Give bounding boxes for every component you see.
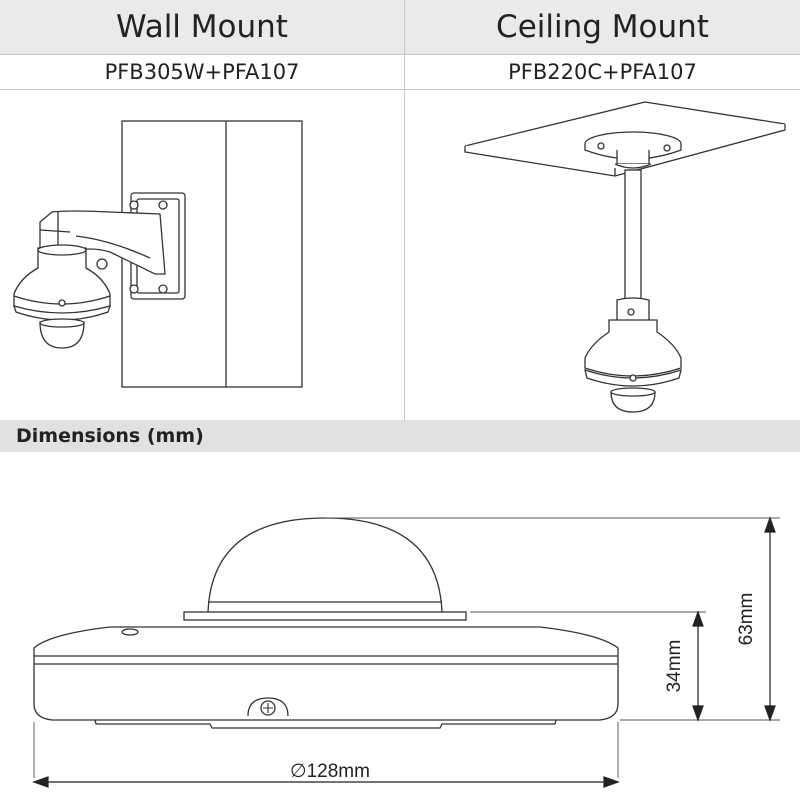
dimensions-title: Dimensions (mm)	[16, 425, 204, 447]
ceiling-mount-title: Ceiling Mount	[496, 9, 709, 45]
ceiling-mount-illustration	[464, 101, 786, 413]
wall-mount-illustration	[12, 120, 303, 388]
dimension-drawing: 63mm 34mm ∅128mm	[32, 516, 780, 788]
wall-mount-model-cell: PFB305W+PFA107	[0, 55, 404, 89]
wall-mount-title: Wall Mount	[116, 9, 288, 45]
diameter-label: ∅128mm	[290, 761, 370, 782]
row-divider-2	[0, 89, 800, 90]
ceiling-mount-header: Ceiling Mount	[405, 0, 800, 54]
column-divider	[404, 0, 405, 420]
ceiling-mount-model: PFB220C+PFA107	[508, 60, 697, 84]
total-height-label: 63mm	[736, 593, 757, 646]
row-divider-1	[0, 54, 800, 55]
ceiling-mount-model-cell: PFB220C+PFA107	[405, 55, 800, 89]
wall-mount-header: Wall Mount	[0, 0, 404, 54]
body-height-label: 34mm	[664, 640, 685, 693]
wall-mount-model: PFB305W+PFA107	[104, 60, 300, 84]
dimensions-section-header: Dimensions (mm)	[0, 420, 800, 452]
